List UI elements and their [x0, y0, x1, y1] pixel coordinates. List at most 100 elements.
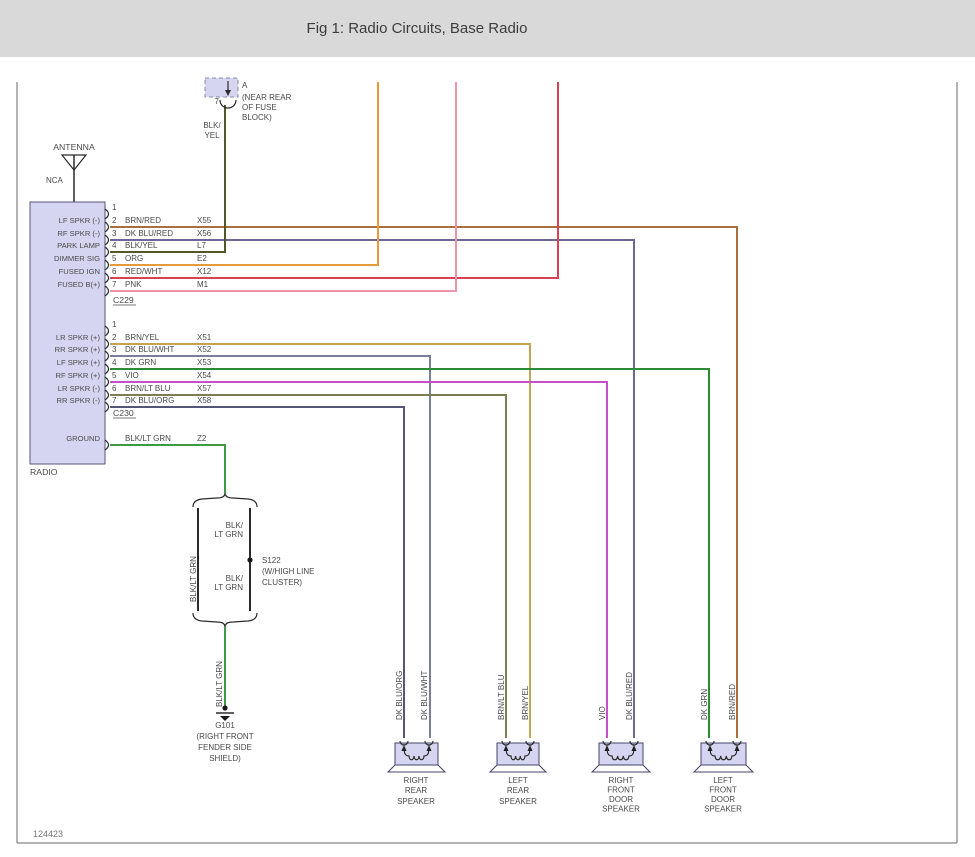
antenna: ANTENNA NCA: [46, 142, 95, 202]
wire-label-vertical: BRN/YEL: [521, 685, 530, 720]
wire-name: DK BLU/WHT: [125, 345, 174, 354]
pin-number: 5: [112, 254, 117, 263]
pin-number: 6: [112, 384, 117, 393]
signal-label: DIMMER SIG: [54, 254, 100, 263]
circuit-id: Z2: [197, 434, 207, 443]
wire-name: BLK/YEL: [125, 241, 158, 250]
signal-label: FUSED IGN: [59, 267, 100, 276]
speaker-left-front-door: LEFT FRONT DOOR SPEAKER: [692, 740, 755, 814]
signal-label: FUSED B(+): [58, 280, 101, 289]
speaker-box: [700, 742, 747, 766]
circuit-id: X12: [197, 267, 212, 276]
splice-s122: S122 (W/HIGH LINE CLUSTER) BLK/LT GRN BL…: [189, 492, 314, 628]
pin-number: 1: [112, 320, 117, 329]
g101-location-line: (RIGHT FRONT: [196, 732, 253, 741]
wire-rf-spkr-pos: [110, 381, 608, 738]
speaker-cone: [488, 764, 548, 773]
signal-label: RR SPKR (+): [55, 345, 101, 354]
circuit-id: X53: [197, 358, 212, 367]
signal-label: LF SPKR (+): [57, 358, 101, 367]
speaker-name-line: FRONT: [709, 786, 737, 795]
signal-label: PARK LAMP: [57, 241, 100, 250]
pin-bracket-ground: [104, 439, 110, 451]
pin-number: 7: [112, 280, 117, 289]
speaker-box: [496, 742, 540, 766]
wire-label-vertical: BRN/RED: [728, 684, 737, 720]
radio-unit: RADIO LF SPKR (-) RF SPKR (-) PARK LAMP …: [29, 201, 212, 477]
signal-label: LR SPKR (+): [56, 333, 101, 342]
wire-lr-spkr-neg: [110, 394, 507, 738]
speaker-name-line: SPEAKER: [397, 797, 435, 806]
connector-label-c229: C229: [113, 295, 134, 305]
wire-fused-b-plus: [110, 82, 457, 292]
g101-location-line: FENDER SIDE: [198, 743, 252, 752]
wire-name: VIO: [125, 371, 139, 380]
speaker-right-front-door: RIGHT FRONT DOOR SPEAKER: [590, 740, 652, 814]
vertical-wire-labels: DK BLU/ORG DK BLU/WHT BRN/LT BLU BRN/YEL…: [395, 671, 737, 720]
circuit-id: X56: [197, 229, 212, 238]
figure-title-bar: Fig 1: Radio Circuits, Base Radio: [0, 0, 975, 57]
wire-name: ORG: [125, 254, 143, 263]
signal-label: GROUND: [66, 434, 100, 443]
wire-name: BRN/YEL: [125, 333, 160, 342]
splice-upper-wire-label: BLK/: [226, 521, 244, 530]
speaker-box: [598, 742, 644, 766]
pin-number: 6: [112, 267, 117, 276]
signal-label: RR SPKR (-): [57, 396, 101, 405]
speaker-cone: [692, 764, 755, 773]
fuse-arrow-head: [225, 90, 231, 96]
wire-lf-spkr-pos: [110, 368, 710, 738]
ground-dot: [222, 705, 228, 711]
wire-label-vertical: DK GRN: [700, 689, 709, 720]
splice-dot: [247, 557, 253, 563]
splice-note-line: CLUSTER): [262, 578, 302, 587]
signal-label: RF SPKR (+): [55, 371, 100, 380]
diagram-id: 124423: [33, 829, 63, 839]
wire-rr-spkr-neg: [110, 406, 405, 738]
wire-park-lamp: [110, 105, 226, 253]
wiring-diagram: 7 A (NEAR REAR OF FUSE BLOCK) BLK/ YEL A…: [0, 57, 975, 857]
wire-name: DK BLU/ORG: [125, 396, 174, 405]
pin-number: 4: [112, 358, 117, 367]
circuit-id: L7: [197, 241, 206, 250]
splice-lower-wire-label: LT GRN: [214, 583, 243, 592]
fuse-connector-box: [204, 77, 239, 98]
circuit-id: E2: [197, 254, 207, 263]
speaker-cone: [386, 764, 447, 773]
wire-label-vertical: DK BLU/WHT: [420, 671, 429, 720]
wire-name: RED/WHT: [125, 267, 162, 276]
wire-rr-spkr-pos: [110, 355, 431, 738]
speaker-name-line: RIGHT: [404, 776, 429, 785]
wire-label-vertical: DK BLU/RED: [625, 672, 634, 720]
speaker-name-line: LEFT: [508, 776, 528, 785]
circuit-id: X58: [197, 396, 212, 405]
circuit-id: X54: [197, 371, 212, 380]
wire-label-vertical: BRN/LT BLU: [497, 674, 506, 720]
circuit-id: X57: [197, 384, 212, 393]
speaker-coil-icon: [403, 746, 430, 761]
g101-location-line: SHIELD): [209, 754, 241, 763]
speaker-right-rear: RIGHT REAR SPEAKER: [386, 740, 447, 806]
speaker-name-line: REAR: [507, 786, 529, 795]
radio-label: RADIO: [30, 467, 58, 477]
pin-number: 7: [112, 396, 117, 405]
speaker-name-line: DOOR: [609, 795, 633, 804]
wire-rf-spkr-neg: [110, 239, 635, 738]
wire-fused-ign: [110, 82, 559, 279]
wire-dimmer-sig: [110, 82, 379, 266]
fuse-location-line: (NEAR REAR: [242, 93, 292, 102]
pin-number: 1: [112, 203, 117, 212]
fuse-location-line: OF FUSE: [242, 103, 277, 112]
speaker-left-rear: LEFT REAR SPEAKER: [488, 740, 548, 806]
speaker-name-line: SPEAKER: [602, 805, 640, 814]
g101-wire-label: BLK/LT GRN: [215, 661, 224, 707]
splice-upper-wire-label: LT GRN: [214, 530, 243, 539]
splice-left-wire-label: BLK/LT GRN: [189, 556, 198, 602]
radio-block: [29, 201, 106, 465]
circuit-id: X52: [197, 345, 212, 354]
speaker-box: [394, 742, 439, 766]
fuse-connector-name: A: [242, 81, 248, 90]
speaker-coil-icon: [709, 746, 738, 761]
wire-name: DK BLU/RED: [125, 229, 173, 238]
pin-number: 3: [112, 345, 117, 354]
